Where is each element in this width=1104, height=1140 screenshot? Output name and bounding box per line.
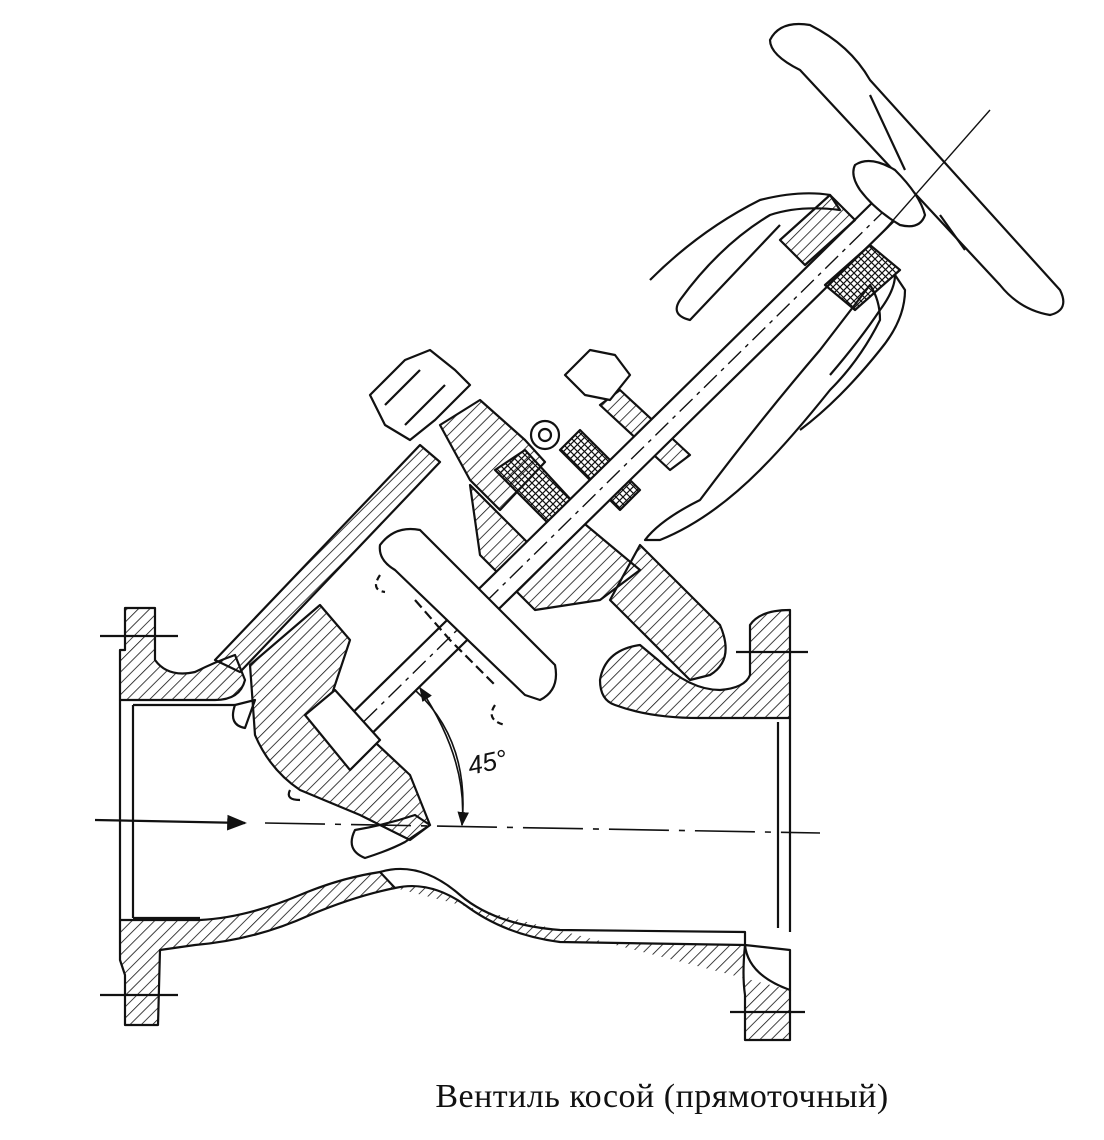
angle-label: 45° [465, 743, 510, 781]
bonnet-housing [213, 283, 882, 730]
right-flange [598, 608, 808, 932]
caption-text: Вентиль косой (прямоточный) [435, 1078, 889, 1115]
bonnet-bolts [368, 348, 632, 451]
disc-guide [374, 527, 558, 727]
valve-drawing: 45° [94, 22, 1065, 1042]
valve-disc [248, 603, 432, 842]
flow-axis [94, 814, 821, 834]
angle-dimension [414, 686, 469, 827]
yoke-nut [778, 193, 902, 312]
yoke [649, 192, 907, 431]
caption: Вентиль косой (прямоточный) [0, 1078, 1104, 1128]
handwheel [768, 22, 1065, 317]
left-flange-lower [100, 870, 397, 1027]
body-bottom [379, 867, 805, 1042]
left-bore [118, 700, 235, 920]
